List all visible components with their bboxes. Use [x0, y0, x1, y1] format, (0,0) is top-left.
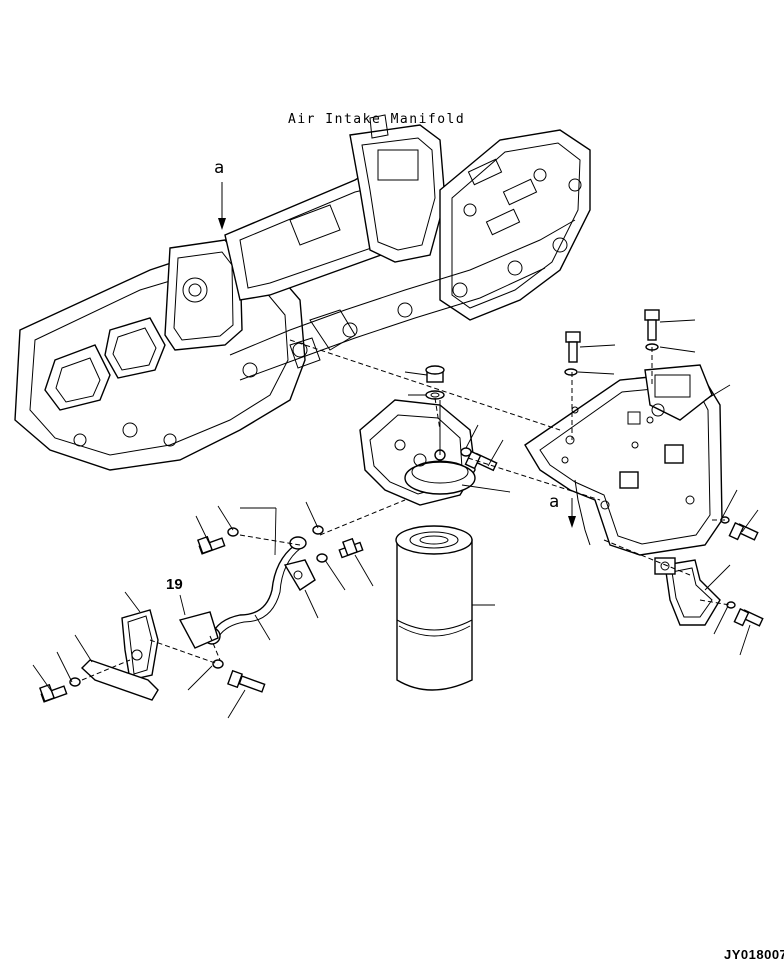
view-arrow-a-top	[218, 182, 226, 230]
bolt-stay	[733, 608, 764, 627]
bolt-tr-1	[644, 309, 660, 341]
diagram-title: Air Intake Manifold	[288, 112, 466, 127]
oil-filter-cartridge	[395, 525, 473, 691]
bolts-and-washers	[39, 309, 764, 703]
view-arrow-a-bracket	[568, 498, 576, 528]
view-label-a-top: a	[214, 158, 225, 178]
bolt-l-3	[39, 683, 68, 703]
mounting-bracket	[524, 364, 723, 556]
filter-head	[359, 399, 476, 506]
callout-number: 19	[166, 576, 183, 593]
bolt-l-4	[227, 669, 266, 693]
drain-plug	[425, 365, 445, 400]
stay-right	[654, 557, 721, 626]
washer-l-1	[227, 527, 239, 537]
bolt-l-2	[338, 537, 364, 559]
bolt-l-1	[197, 535, 226, 555]
view-label-a-bracket: a	[549, 492, 560, 512]
bolt-br	[728, 522, 759, 541]
assembly-lines	[81, 339, 731, 681]
air-intake-manifold	[14, 114, 591, 471]
leader-lines	[32, 319, 759, 719]
washer-fh	[460, 447, 472, 457]
washer-l-4	[69, 677, 81, 687]
washer-tr-2	[564, 368, 578, 376]
washer-l-2	[312, 525, 324, 535]
bolt-fh	[464, 450, 498, 472]
document-id: JY018007	[724, 947, 784, 962]
clamp-bracket	[80, 609, 159, 701]
bolt-tr-2	[565, 331, 581, 363]
washer-l-3	[316, 553, 328, 563]
oil-pipe	[178, 536, 316, 649]
